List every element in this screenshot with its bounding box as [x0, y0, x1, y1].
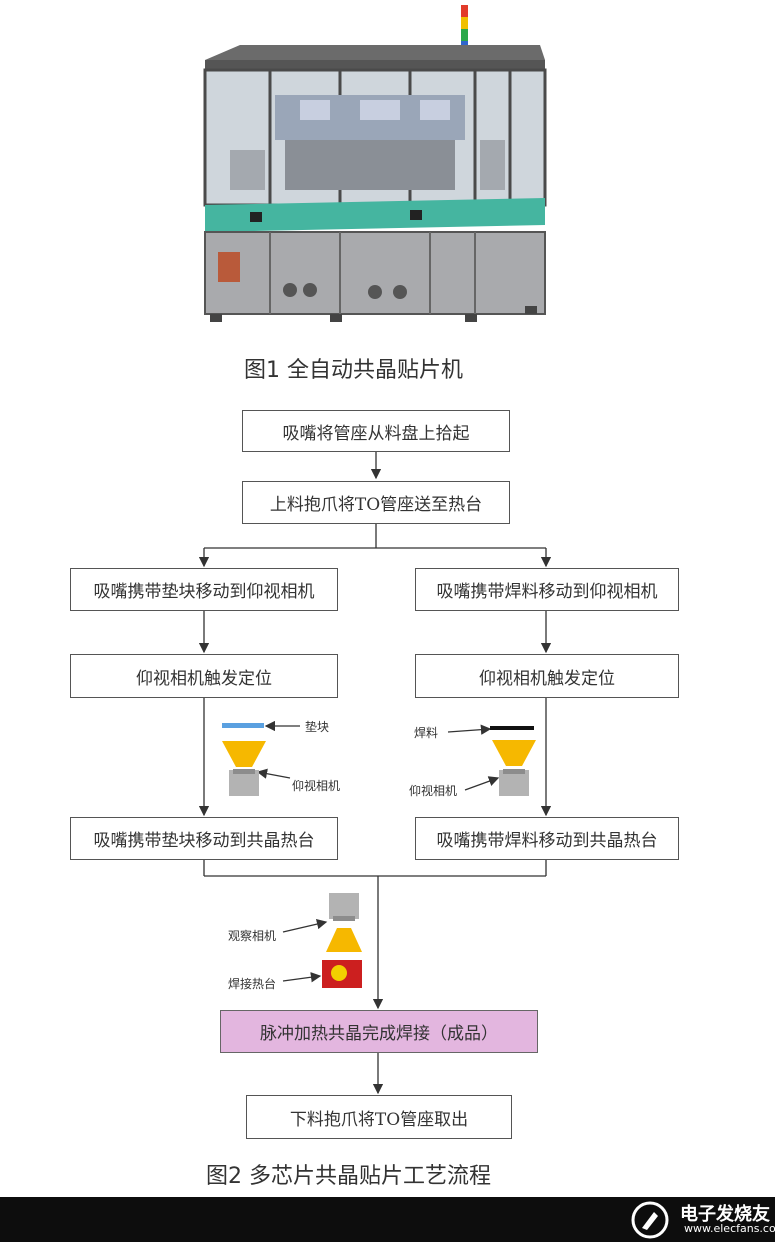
- figure2-caption: 图2 多芯片共晶贴片工艺流程: [206, 1164, 491, 1189]
- step-pickup-box: 吸嘴将管座从料盘上拾起: [242, 410, 510, 452]
- machine-illustration: [203, 5, 547, 322]
- step-pulse-weld-box: 脉冲加热共晶完成焊接（成品）: [220, 1010, 538, 1053]
- step-transfer-box: 上料抱爪将TO管座送至热台: [242, 481, 510, 524]
- flow-connectors: [198, 452, 552, 1095]
- step-solder-to-camera-box: 吸嘴携带焊料移动到仰视相机: [415, 568, 679, 611]
- step-right-locate-box: 仰视相机触发定位: [415, 654, 679, 698]
- watermark-bar: [0, 1197, 775, 1242]
- solder-label: 焊料: [414, 726, 439, 740]
- pad-label: 垫块: [305, 720, 330, 734]
- solder-graphic: [490, 726, 534, 730]
- obs-cam-label: 观察相机: [228, 929, 277, 943]
- brand-name: 电子发烧友: [680, 1204, 770, 1225]
- pad-graphic: [222, 723, 264, 728]
- step-solder-to-stage-box: 吸嘴携带焊料移动到共晶热台: [415, 817, 679, 860]
- step-unload-box: 下料抱爪将TO管座取出: [246, 1095, 512, 1139]
- step-pad-to-camera-box: 吸嘴携带垫块移动到仰视相机: [70, 568, 338, 611]
- upcam-left-label: 仰视相机: [292, 779, 341, 793]
- step-left-locate-box: 仰视相机触发定位: [70, 654, 338, 698]
- figure1-caption: 图1 全自动共晶贴片机: [244, 358, 463, 383]
- step-pad-to-stage-box: 吸嘴携带垫块移动到共晶热台: [70, 817, 338, 860]
- upcam-right-label: 仰视相机: [409, 784, 458, 798]
- brand-url: www.elecfans.com: [684, 1222, 775, 1235]
- weld-stage-label: 焊接热台: [228, 977, 277, 991]
